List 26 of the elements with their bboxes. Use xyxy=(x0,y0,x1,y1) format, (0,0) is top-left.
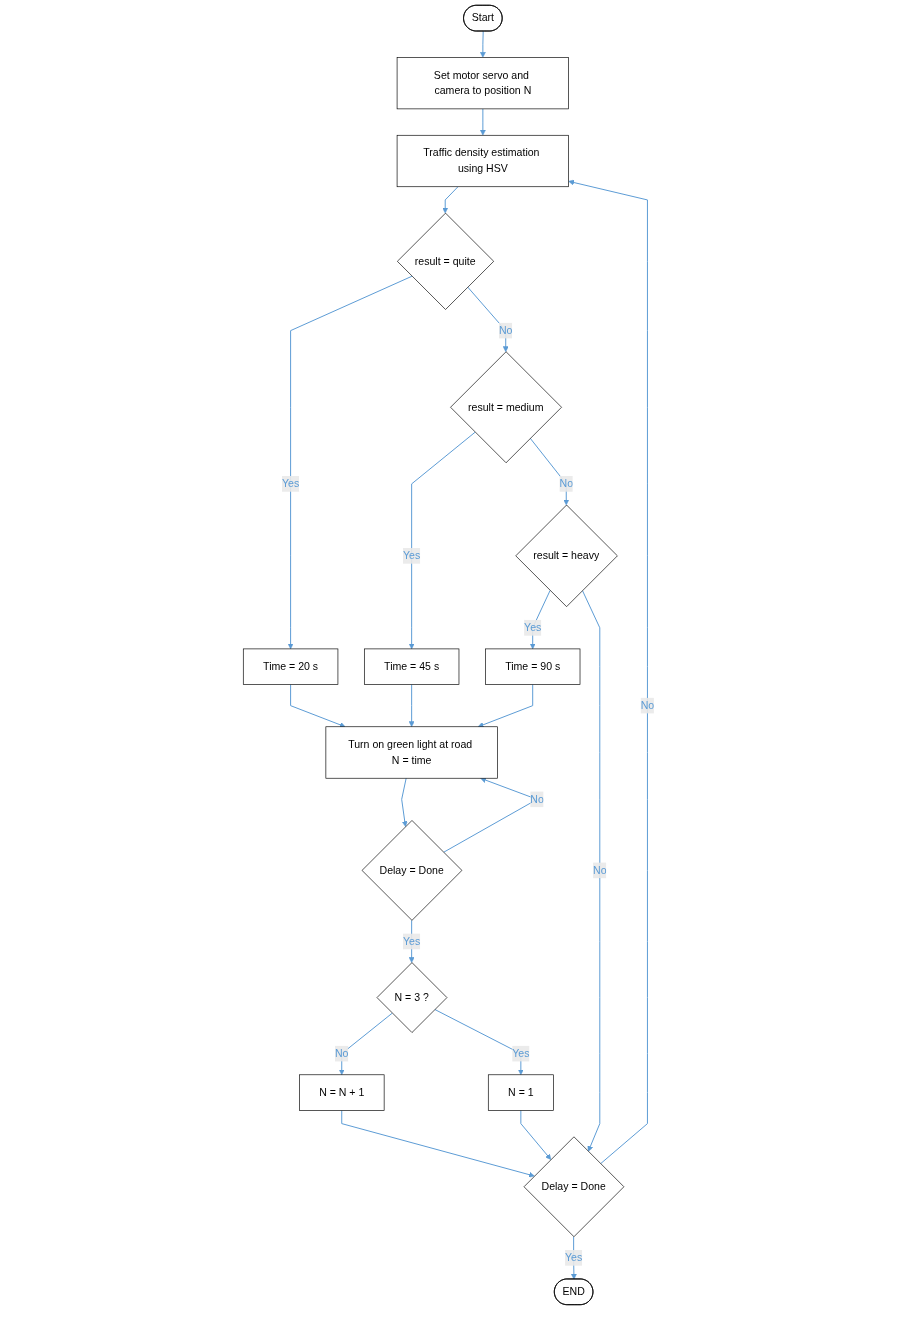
edge-label: No xyxy=(335,1047,349,1059)
node-box: N = 1 xyxy=(488,1074,554,1111)
edge-label: Yes xyxy=(403,549,421,562)
edge-label: Yes xyxy=(282,477,300,490)
edge-label: No xyxy=(593,864,607,876)
node-box: Set motor servo and camera to position N xyxy=(397,57,570,110)
node-diamond: result = medium xyxy=(450,351,563,464)
edge-label: Yes xyxy=(403,935,421,947)
node-box: Time = 20 s xyxy=(243,648,339,685)
edge-label: No xyxy=(640,699,655,711)
edge-label: No xyxy=(559,477,574,490)
edge-label: Yes xyxy=(524,621,542,634)
node-box: Time = 90 s xyxy=(485,648,581,685)
node-box: N = N + 1 xyxy=(299,1074,385,1111)
node-box: Time = 45 s xyxy=(364,648,460,685)
edge-label: Yes xyxy=(512,1047,530,1059)
node-diamond: Delay = Done xyxy=(361,820,463,921)
node-box: Turn on green light at road N = time xyxy=(325,726,499,779)
edge-label: Yes xyxy=(565,1251,583,1264)
node-diamond: Delay = Done xyxy=(523,1136,625,1238)
node-box: Traffic density estimation using HSV xyxy=(397,134,570,188)
edge-label: No xyxy=(530,793,545,805)
node-diamond: result = heavy xyxy=(515,504,618,607)
node-diamond: N = 3 ? xyxy=(376,962,448,1033)
node-diamond: result = quite xyxy=(397,212,495,310)
edge-label: No xyxy=(499,324,513,336)
